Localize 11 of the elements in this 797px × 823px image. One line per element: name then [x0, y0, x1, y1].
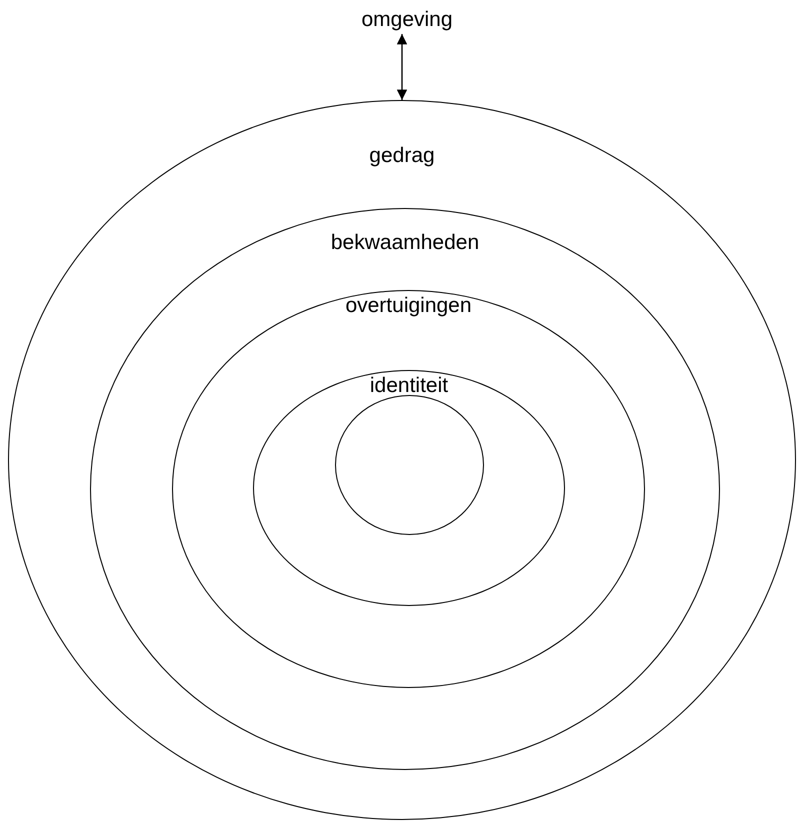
ring-label: overtuigingen: [344, 294, 473, 318]
layer-ellipse: [253, 370, 565, 606]
ring-label: identiteit: [368, 374, 450, 398]
layer-ellipse: [172, 290, 645, 688]
core-circle: [335, 395, 484, 535]
double-arrow: [396, 34, 408, 100]
layer-ellipse: [90, 208, 720, 770]
environment-label: omgeving: [360, 8, 454, 32]
ring-label: gedrag: [368, 144, 436, 168]
ring-label: bekwaamheden: [330, 231, 480, 255]
layer-ellipse: [8, 100, 796, 820]
